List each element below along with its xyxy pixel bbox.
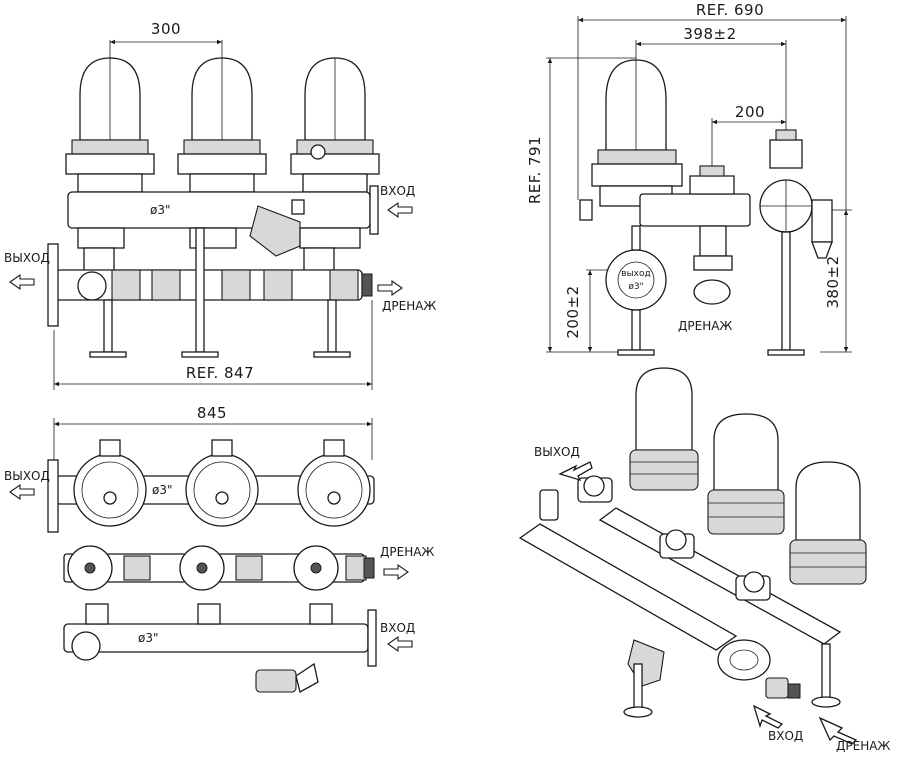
dim-high-380: 380±2 (824, 255, 842, 308)
drain-outlet-thread (361, 273, 373, 297)
pipe-diameter-label-side: ø3" (628, 282, 643, 292)
backflush-valves (77, 227, 361, 273)
pipe-diameter-upper: ø3" (152, 483, 173, 497)
dim-length-847: REF. 847 (186, 364, 254, 382)
outlet-label-iso: ВЫХОД (534, 445, 580, 459)
drain-arrow-icon (377, 280, 403, 296)
dim-low-200: 200±2 (564, 285, 582, 338)
filter-tops (73, 439, 371, 527)
filter-dome-3 (290, 57, 380, 193)
iso-drain-arrow-icon (818, 716, 858, 745)
inlet-label-iso: ВХОД (768, 729, 803, 743)
drain-label-iso: ДРЕНАЖ (836, 739, 890, 753)
dim-width-690: REF. 690 (696, 1, 764, 19)
dim-inner-200: 200 (735, 103, 765, 121)
strainer-top (255, 669, 297, 693)
inlet-label-front: ВХОД (380, 184, 415, 198)
drain-label-side: ДРЕНАЖ (678, 319, 732, 333)
iso-inlet-flange (717, 639, 771, 681)
iso-dome-1 (629, 367, 699, 491)
iso-front-pipe (518, 523, 738, 651)
outlet-label-top: ВЫХОД (4, 469, 50, 483)
outlet-flange (47, 243, 59, 327)
outlet-flange-side (605, 249, 667, 311)
inlet-arrow-top-icon (387, 636, 413, 652)
inlet-arrow-icon (387, 202, 413, 218)
filter-dome-1 (65, 57, 155, 193)
dim-spacing-300: 300 (151, 20, 181, 38)
valve-heads-top (67, 545, 367, 591)
top-view: 845 ø3" (4, 404, 434, 693)
outlet-arrow-top-icon (9, 484, 35, 500)
front-view: 300 ø3" (4, 20, 436, 390)
drain-arrow-top-icon (383, 564, 409, 580)
dim-height-791: REF. 791 (526, 136, 544, 204)
pressure-gauge-icon (310, 144, 326, 160)
outlet-label-side: выход (621, 269, 650, 279)
iso-dome-3 (789, 461, 867, 585)
screen-strainer (249, 205, 301, 257)
dim-offset-398: 398±2 (683, 25, 736, 43)
iso-inlet-arrow-icon (752, 704, 784, 729)
pipe-diameter-label: ø3" (150, 203, 171, 217)
iso-dome-2 (707, 413, 785, 535)
iso-outlet-arrow-icon (558, 461, 593, 482)
outlet-label-front: ВЫХОД (4, 251, 50, 265)
drain-label-top: ДРЕНАЖ (380, 545, 434, 559)
pipe-diameter-lower: ø3" (138, 631, 159, 645)
dim-length-845: 845 (197, 404, 227, 422)
inlet-label-top: ВХОД (380, 621, 415, 635)
drain-label-front: ДРЕНАЖ (382, 299, 436, 313)
support-legs (89, 227, 351, 358)
side-view: REF. 690 398±2 200 REF. 791 200±2 380±2 (526, 1, 852, 356)
lower-pipe-top (63, 623, 369, 653)
iso-view: ВЫХОД ВХОД ДРЕНАЖ (518, 367, 890, 753)
drain-port-side (693, 279, 731, 305)
outlet-arrow-icon (9, 274, 35, 290)
filter-dome-2 (177, 57, 267, 193)
inlet-header-pipe (67, 191, 371, 229)
